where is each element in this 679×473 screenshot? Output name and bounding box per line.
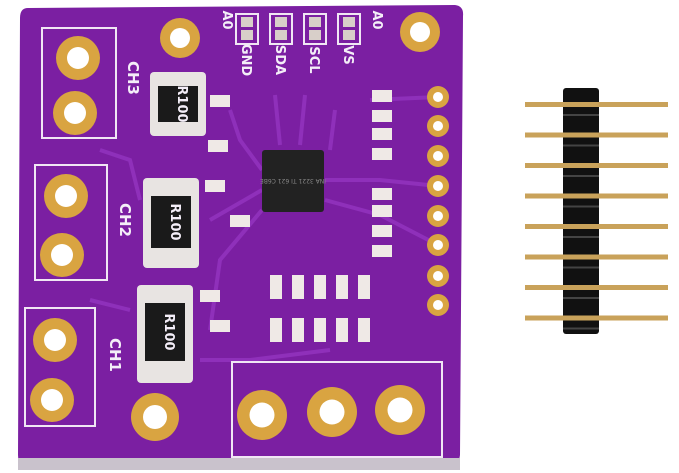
pad-hole <box>249 402 275 428</box>
header-pin <box>525 315 668 321</box>
smd-resistor <box>372 245 392 257</box>
smd-components <box>200 90 392 342</box>
jumper-label: GND <box>238 44 253 77</box>
pad-hole <box>433 181 443 191</box>
resistor-label: R100 <box>167 203 182 240</box>
address-jumpers <box>241 17 355 40</box>
smd-resistor <box>372 148 392 160</box>
smd-capacitor <box>336 318 348 342</box>
header-pin <box>525 163 668 168</box>
resistor-label: R100 <box>161 313 176 350</box>
smd-resistor <box>292 275 304 299</box>
pad-hole <box>51 244 73 266</box>
header-pin <box>525 193 668 199</box>
header-divider <box>563 114 599 116</box>
mounting-pads <box>30 12 449 441</box>
smd-capacitor <box>292 318 304 342</box>
smd-resistor <box>372 110 392 122</box>
smd-resistor <box>270 275 282 299</box>
pad-hole <box>55 185 77 207</box>
smd-resistor <box>372 90 392 102</box>
jumper-label: SDA <box>272 45 287 75</box>
smd-resistor <box>210 320 230 332</box>
channel-label: CH3 <box>124 61 142 95</box>
smd-capacitor <box>358 318 370 342</box>
header-divider <box>563 266 599 269</box>
smd-resistor <box>200 290 220 302</box>
jumper-label: A0 <box>219 10 234 29</box>
pad-hole <box>433 92 443 102</box>
shunt-resistors <box>137 72 206 383</box>
smd-resistor <box>314 275 326 299</box>
pad-hole <box>433 271 443 281</box>
smd-resistor <box>230 215 250 227</box>
pad-hole <box>433 240 443 250</box>
resistor-label: R100 <box>174 85 189 122</box>
header-divider <box>563 205 599 208</box>
header-pin <box>525 285 668 290</box>
smd-resistor <box>372 188 392 200</box>
channel-label: CH2 <box>116 203 134 237</box>
pin-header <box>525 88 668 334</box>
pad-hole <box>319 399 345 425</box>
pad-hole <box>170 28 190 48</box>
pad-hole <box>410 22 430 42</box>
pad-hole <box>433 211 443 221</box>
smd-resistor <box>372 128 392 140</box>
pad-hole <box>41 389 63 411</box>
pad-hole <box>387 397 413 423</box>
pad-hole <box>67 47 89 69</box>
pad-hole <box>433 151 443 161</box>
smd-capacitor <box>314 318 326 342</box>
smd-capacitor <box>270 318 282 342</box>
header-divider <box>563 236 599 238</box>
header-body <box>563 88 599 334</box>
header-divider <box>563 144 599 147</box>
header-pin <box>525 132 668 138</box>
board-edge <box>18 458 460 470</box>
header-divider <box>563 327 599 330</box>
pad-hole <box>433 300 443 310</box>
pad-hole <box>143 405 167 429</box>
smd-resistor <box>210 95 230 107</box>
smd-resistor <box>208 140 228 152</box>
pad-hole <box>44 329 66 351</box>
smd-resistor <box>205 180 225 192</box>
jumper-label: VS <box>340 45 355 64</box>
header-pin <box>525 224 668 229</box>
jumper-label: A0 <box>369 10 384 29</box>
channel-label: CH1 <box>106 338 124 372</box>
pad-hole <box>433 121 443 131</box>
smd-resistor <box>372 205 392 217</box>
silkscreen-outlines <box>24 13 443 458</box>
header-divider <box>563 175 599 177</box>
header-pin <box>525 102 668 107</box>
header-pin <box>525 254 668 260</box>
header-divider <box>563 297 599 299</box>
smd-resistor <box>372 225 392 237</box>
jumper-label: SCL <box>306 46 321 73</box>
pad-hole <box>64 102 86 124</box>
chip-marking: INA 3221 TI 621 C6BE <box>260 177 326 184</box>
ina3221-chip <box>262 150 324 212</box>
smd-resistor <box>336 275 348 299</box>
smd-resistor <box>358 275 370 299</box>
